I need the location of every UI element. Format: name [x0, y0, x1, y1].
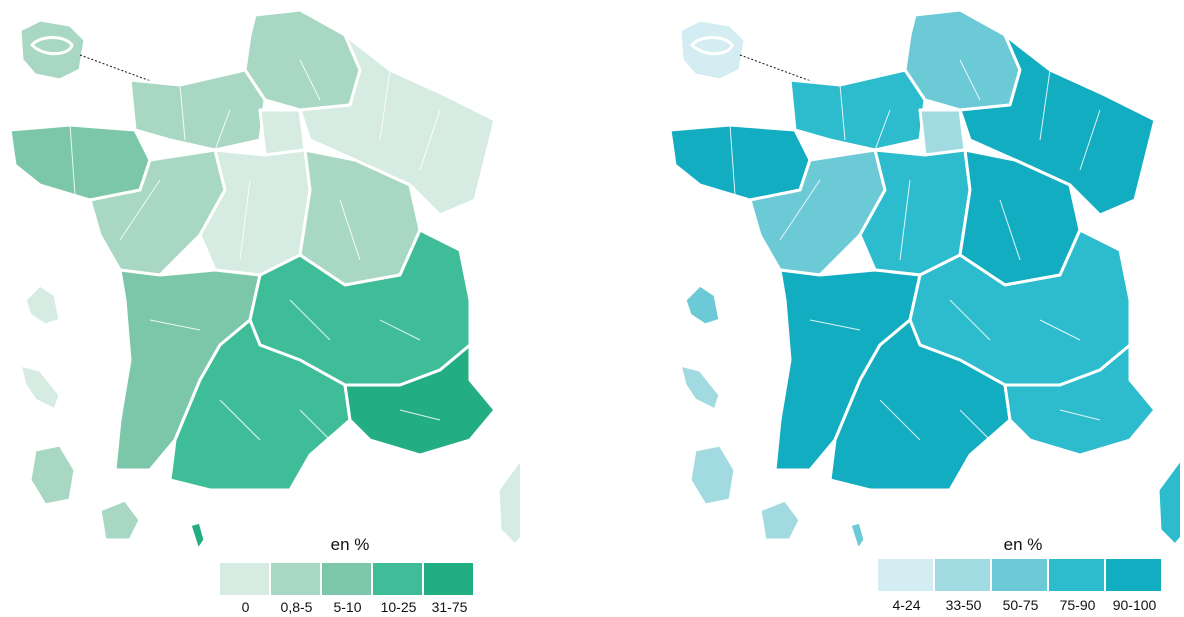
legend-label: 4-24 — [892, 597, 921, 613]
france-map-left — [8, 8, 520, 552]
overseas-guyane — [688, 443, 737, 507]
region-corse — [1156, 458, 1180, 547]
legend-left: en % 0 0,8-5 5-10 10-25 31-75 — [220, 535, 480, 617]
region-bretagne — [8, 123, 152, 202]
overseas-guadeloupe — [23, 283, 62, 327]
overseas-reunion — [98, 498, 142, 542]
paris-inset-ring — [689, 36, 734, 56]
map-panel-right: en % 4-24 33-50 50-75 75-90 90-100 — [660, 0, 1180, 617]
region-ile-de-france — [918, 108, 967, 157]
legend-swatch — [992, 559, 1049, 591]
legend-label: 31-75 — [431, 599, 468, 615]
region-paca — [343, 343, 497, 457]
overseas-martinique — [18, 363, 62, 412]
overseas-mayotte — [188, 520, 207, 552]
legend-swatch — [935, 559, 992, 591]
legend-swatch — [1049, 559, 1106, 591]
paris-inset — [18, 18, 87, 82]
region-normandie — [788, 68, 927, 152]
legend-label: 5-10 — [333, 599, 362, 615]
legend-label: 33-50 — [945, 597, 982, 613]
legend-swatch — [322, 563, 373, 595]
overseas-guyane — [28, 443, 77, 507]
overseas-martinique — [678, 363, 722, 412]
legend-swatch — [1106, 559, 1163, 591]
paris-inset — [678, 18, 747, 82]
overseas-guadeloupe — [683, 283, 722, 327]
legend-swatches — [220, 563, 475, 595]
legend-right: en % 4-24 33-50 50-75 75-90 90-100 — [878, 535, 1168, 617]
paris-inset-ring — [29, 36, 74, 56]
legend-swatch — [271, 563, 322, 595]
legend-label: 75-90 — [1059, 597, 1096, 613]
legend-swatch — [424, 563, 475, 595]
legend-title: en % — [330, 535, 370, 554]
france-map-right — [668, 8, 1180, 552]
legend-label: 10-25 — [380, 599, 417, 615]
region-normandie — [128, 68, 267, 152]
legend-swatch — [878, 559, 935, 591]
overseas-reunion — [758, 498, 802, 542]
legend-swatch — [220, 563, 271, 595]
region-ile-de-france — [258, 108, 307, 157]
legend-title: en % — [1003, 535, 1043, 554]
map-panel-left: en % 0 0,8-5 5-10 10-25 31-75 — [0, 0, 520, 617]
region-corse — [496, 458, 520, 547]
legend-swatch — [373, 563, 424, 595]
legend-label: 0,8-5 — [280, 599, 313, 615]
legend-label: 0 — [241, 599, 250, 615]
legend-label: 50-75 — [1002, 597, 1039, 613]
legend-label: 90-100 — [1112, 597, 1157, 613]
region-paca — [1003, 343, 1157, 457]
overseas-mayotte — [848, 520, 867, 552]
region-bretagne — [668, 123, 812, 202]
legend-swatches — [878, 559, 1163, 591]
